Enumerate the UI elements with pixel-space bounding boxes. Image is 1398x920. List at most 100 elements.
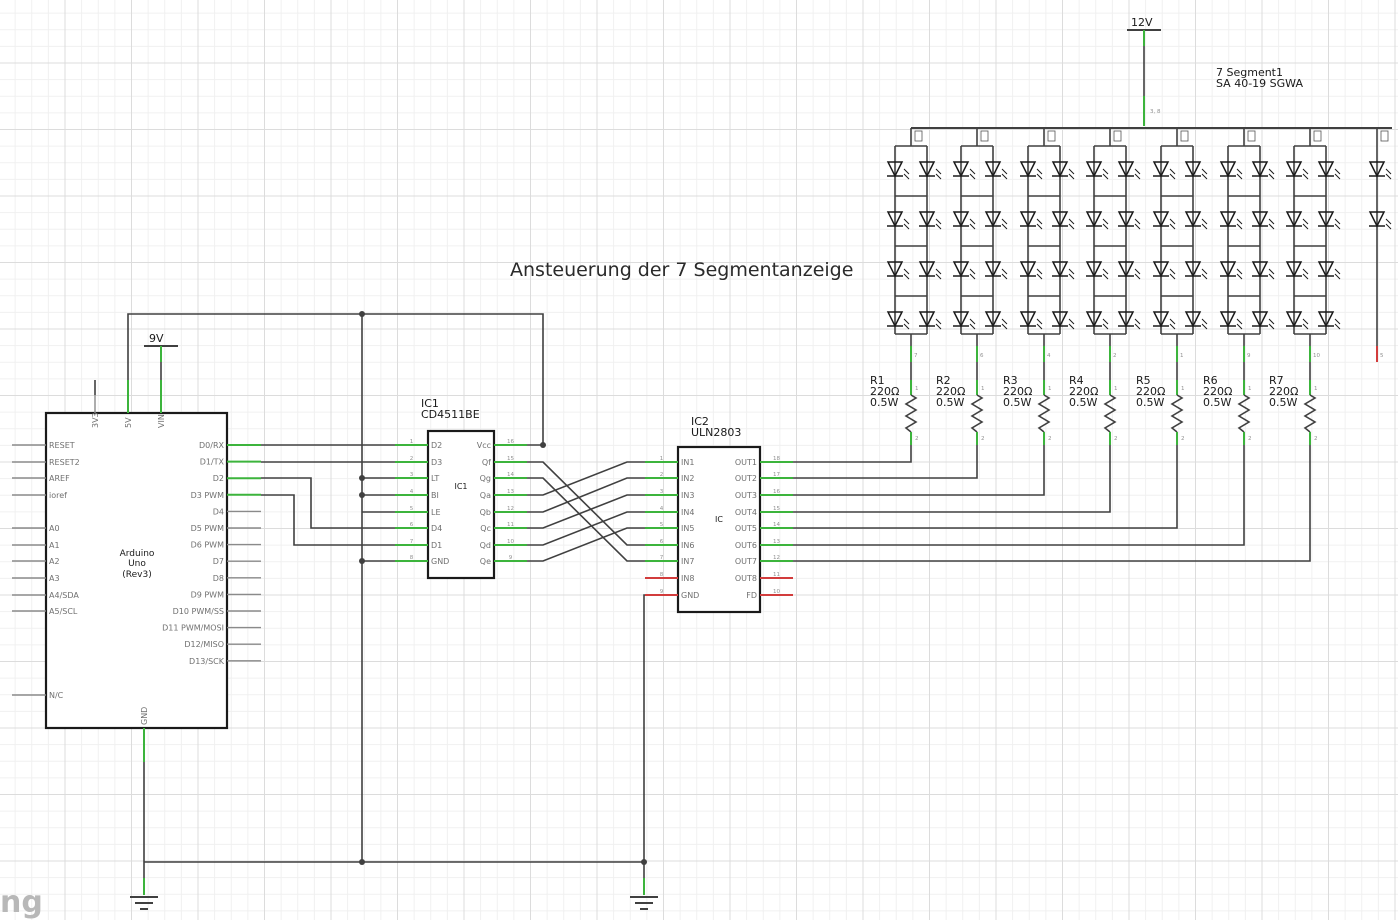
display-segment-column-4[interactable]: 2 [1085, 128, 1141, 362]
led-arrow [1334, 318, 1341, 325]
led-arrow [1036, 168, 1043, 175]
led-arrow [1068, 318, 1075, 325]
led-arrow [903, 318, 910, 325]
led-arrow [1302, 268, 1309, 275]
arduino-right-pin-label: D3 PWM [191, 491, 225, 500]
display-part-label: SA 40-19 SGWA [1216, 77, 1303, 90]
led-arrow [1236, 218, 1243, 225]
led-triangle [886, 261, 904, 278]
led-arrow [1102, 323, 1109, 330]
ic1-pins-left-pin-number: 1 [410, 439, 414, 445]
led-arrow [903, 323, 910, 330]
led-arrow [1302, 223, 1309, 230]
led-triangle [952, 211, 970, 228]
ground-symbol-uln[interactable] [630, 878, 658, 910]
ground-symbol-arduino[interactable] [130, 878, 158, 910]
led-triangle [984, 211, 1002, 228]
ic1-pins-left-pin-number: 6 [410, 522, 414, 528]
led-arrow [935, 173, 942, 180]
resistor-zigzag [1170, 394, 1184, 433]
led-arrow [1302, 168, 1309, 175]
arduino-uno-board[interactable]: RESETRESET2AREFiorefA0A1A2A3A4/SDAA5/SCL… [12, 380, 261, 762]
led-arrow [1036, 323, 1043, 330]
power-12v-symbol[interactable]: 12V [1127, 16, 1161, 126]
display-segment-column-3[interactable]: 4 [1019, 128, 1075, 362]
ic2-pins-left-pin-label: IN6 [681, 541, 694, 550]
ic2-pins-right-pin-number: 13 [773, 539, 780, 545]
display-segment-column-1[interactable]: 7 [886, 128, 942, 362]
ic2-pins-left-pin-number: 2 [660, 472, 664, 478]
led-triangle [1117, 211, 1135, 228]
led-triangle [1085, 311, 1103, 328]
led-arrow [1268, 323, 1275, 330]
led-arrow [1169, 168, 1176, 175]
display-segment-column-2[interactable]: 6 [952, 128, 1008, 362]
led-triangle [1085, 211, 1103, 228]
resistor-group[interactable]: 12R1220Ω0.5W12R2220Ω0.5W12R3220Ω0.5W12R4… [870, 346, 1318, 445]
ic1-pins-left-pin-label: BI [431, 491, 439, 500]
led-triangle [1085, 161, 1103, 178]
led-triangle [1219, 311, 1237, 328]
resistor-pin-number: 1 [1248, 386, 1252, 392]
led-arrow [935, 168, 942, 175]
junction-dot [641, 859, 647, 865]
led-arrow [1201, 268, 1208, 275]
power-9v-symbol[interactable]: 9V [144, 332, 178, 362]
ic2-pins-right-pin-number: 12 [773, 555, 780, 561]
arduino-right-pin-label: D0/RX [199, 441, 225, 450]
led-triangle [952, 261, 970, 278]
arduino-right-pin-label: D10 PWM/SS [173, 607, 224, 616]
ic2-pins-left-pin-label: IN8 [681, 574, 694, 583]
resistor-value-label: 220Ω [936, 385, 965, 398]
led-triangle [886, 311, 904, 328]
led-arrow [1134, 168, 1141, 175]
ic2-pins-right-pin-number: 16 [773, 489, 780, 495]
ic1-pins-left-pin-label: D1 [431, 541, 442, 550]
led-arrow [1134, 273, 1141, 280]
resistor-zigzag [1237, 394, 1251, 433]
ic1-pins-left-pin-label: GND [431, 557, 449, 566]
led-arrow [1102, 168, 1109, 175]
resistor-power-label: 0.5W [1203, 396, 1231, 409]
led-arrow [1001, 323, 1008, 330]
ic1-pins-right-pin-number: 12 [507, 506, 514, 512]
led-triangle [1019, 311, 1037, 328]
led-triangle [1117, 261, 1135, 278]
led-triangle [886, 211, 904, 228]
display-segment-column-8[interactable]: 5 [1368, 128, 1392, 362]
ic1-pins-left-pin-label: D4 [431, 524, 442, 533]
segment-pin-number: 2 [1113, 353, 1117, 359]
resistor-pin-number: 2 [1114, 436, 1118, 442]
arduino-name-line2: Uno [128, 559, 146, 569]
display-segment-column-5[interactable]: 1 [1152, 128, 1208, 362]
led-arrow [1102, 218, 1109, 225]
resistor-ref-label: R3 [1003, 374, 1018, 387]
led-triangle [1285, 211, 1303, 228]
segment-glyph-icon [1180, 130, 1189, 142]
led-arrow [1268, 218, 1275, 225]
led-arrow [1169, 268, 1176, 275]
led-arrow [1334, 223, 1341, 230]
led-arrow [1169, 173, 1176, 180]
display-segment-column-6[interactable]: 9 [1219, 128, 1275, 362]
led-arrow [969, 168, 976, 175]
led-triangle [1019, 261, 1037, 278]
ic2-pins-right-pin-label: OUT7 [735, 557, 757, 566]
resistor-pin-number: 2 [915, 436, 919, 442]
resistor-zigzag [1103, 394, 1117, 433]
resistor-value-label: 220Ω [1203, 385, 1232, 398]
resistor-pin-number: 1 [1048, 386, 1052, 392]
display-segment-column-7[interactable]: 10 [1285, 128, 1341, 362]
resistor-pin-number: 1 [1181, 386, 1185, 392]
resistor-pin-number: 1 [915, 386, 919, 392]
ic1-pins-left-pin-label: D3 [431, 458, 442, 467]
